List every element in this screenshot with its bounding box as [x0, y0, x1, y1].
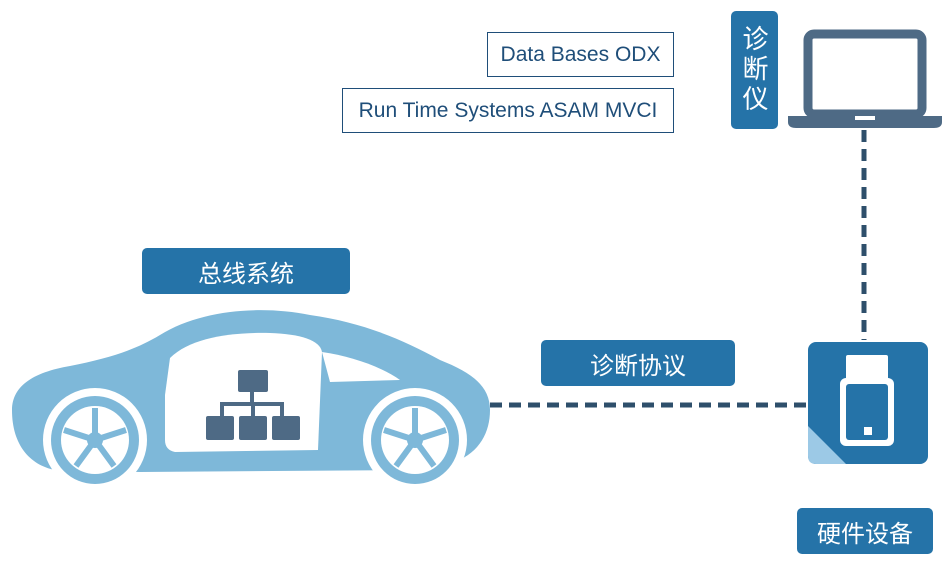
laptop-icon — [788, 29, 942, 128]
hardware-device-label: 硬件设备 — [797, 508, 933, 554]
rear-wheel-icon — [363, 388, 467, 492]
obd-interface-device-icon — [808, 342, 928, 464]
bus-system-label: 总线系统 — [142, 248, 350, 294]
front-wheel-icon — [43, 388, 147, 492]
data-bases-odx-label: Data Bases ODX — [487, 32, 674, 77]
diagnostic-protocol-label: 诊断协议 — [541, 340, 735, 386]
diagnostic-tester-label: 诊断仪 — [731, 11, 778, 129]
run-time-systems-label: Run Time Systems ASAM MVCI — [342, 88, 674, 133]
network-hierarchy-icon — [206, 370, 300, 440]
